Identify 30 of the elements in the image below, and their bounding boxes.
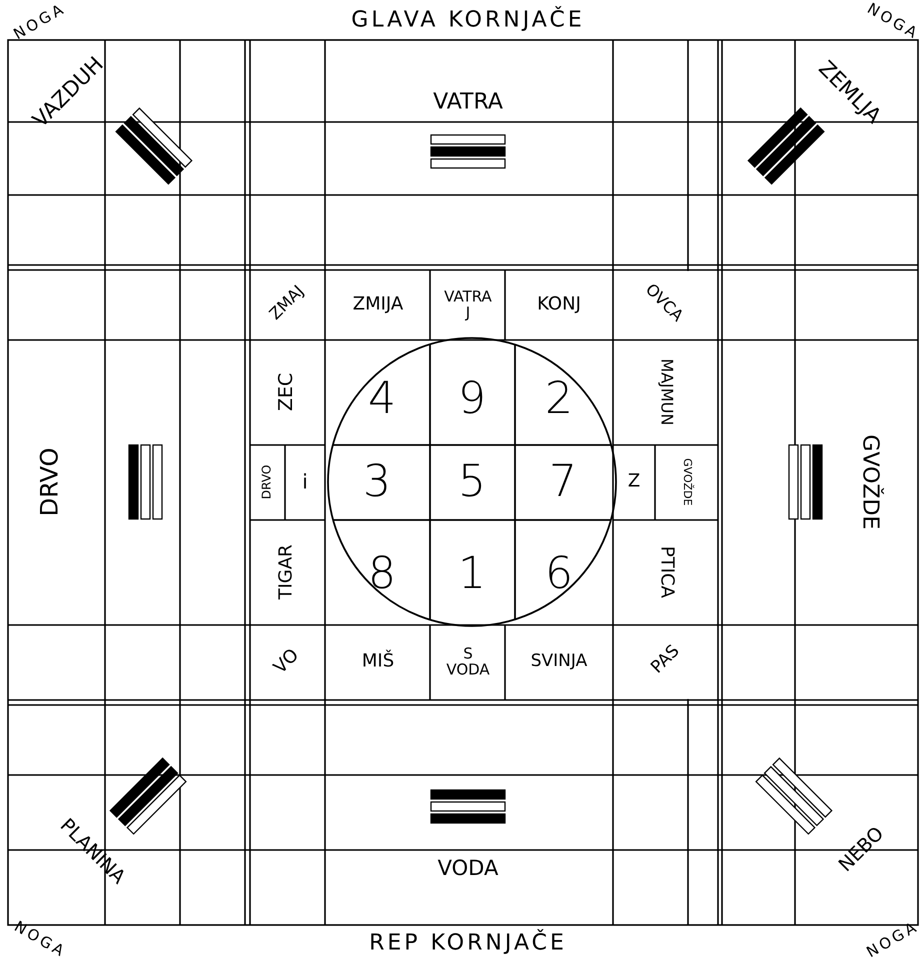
cell-label: GVOŽDE xyxy=(858,434,882,530)
cell-label: VATRA J xyxy=(444,289,492,321)
cell-label: Z xyxy=(628,472,640,492)
magic-square-number: 1 xyxy=(458,550,486,598)
cell-label: MAJMUN xyxy=(658,358,674,426)
cell-label: ZEC xyxy=(277,372,297,412)
cell-label: VO xyxy=(271,646,303,678)
cell-label: DRVO xyxy=(37,448,63,516)
cell-label: DRVO xyxy=(260,464,274,500)
magic-square-number: 8 xyxy=(368,550,396,598)
magic-square-number: 4 xyxy=(368,376,396,422)
magic-square-number: 2 xyxy=(545,376,573,422)
cell-label: KONJ xyxy=(537,296,581,314)
cell-label: S VODA xyxy=(446,646,490,678)
cell-label: PTICA xyxy=(656,546,676,598)
cell-label: SVINJA xyxy=(530,653,588,671)
cell-label: VATRA xyxy=(433,90,503,114)
magic-square-number: 3 xyxy=(363,458,391,506)
cell-label: VODA xyxy=(438,856,498,880)
magic-square-number: 9 xyxy=(458,376,486,422)
cell-label: i xyxy=(302,472,308,492)
cell-label: ZMIJA xyxy=(352,296,404,314)
magic-square-number: 7 xyxy=(549,458,577,506)
cell-label: GVOŽDE xyxy=(681,458,693,506)
magic-square-number: 6 xyxy=(545,550,573,598)
cell-label: TIGAR xyxy=(278,544,296,600)
magic-square-number: 5 xyxy=(458,458,486,506)
caption: REP KORNJAČE xyxy=(369,931,567,955)
cell-label: PAS xyxy=(648,642,684,678)
title: GLAVA KORNJAČE xyxy=(351,8,585,32)
